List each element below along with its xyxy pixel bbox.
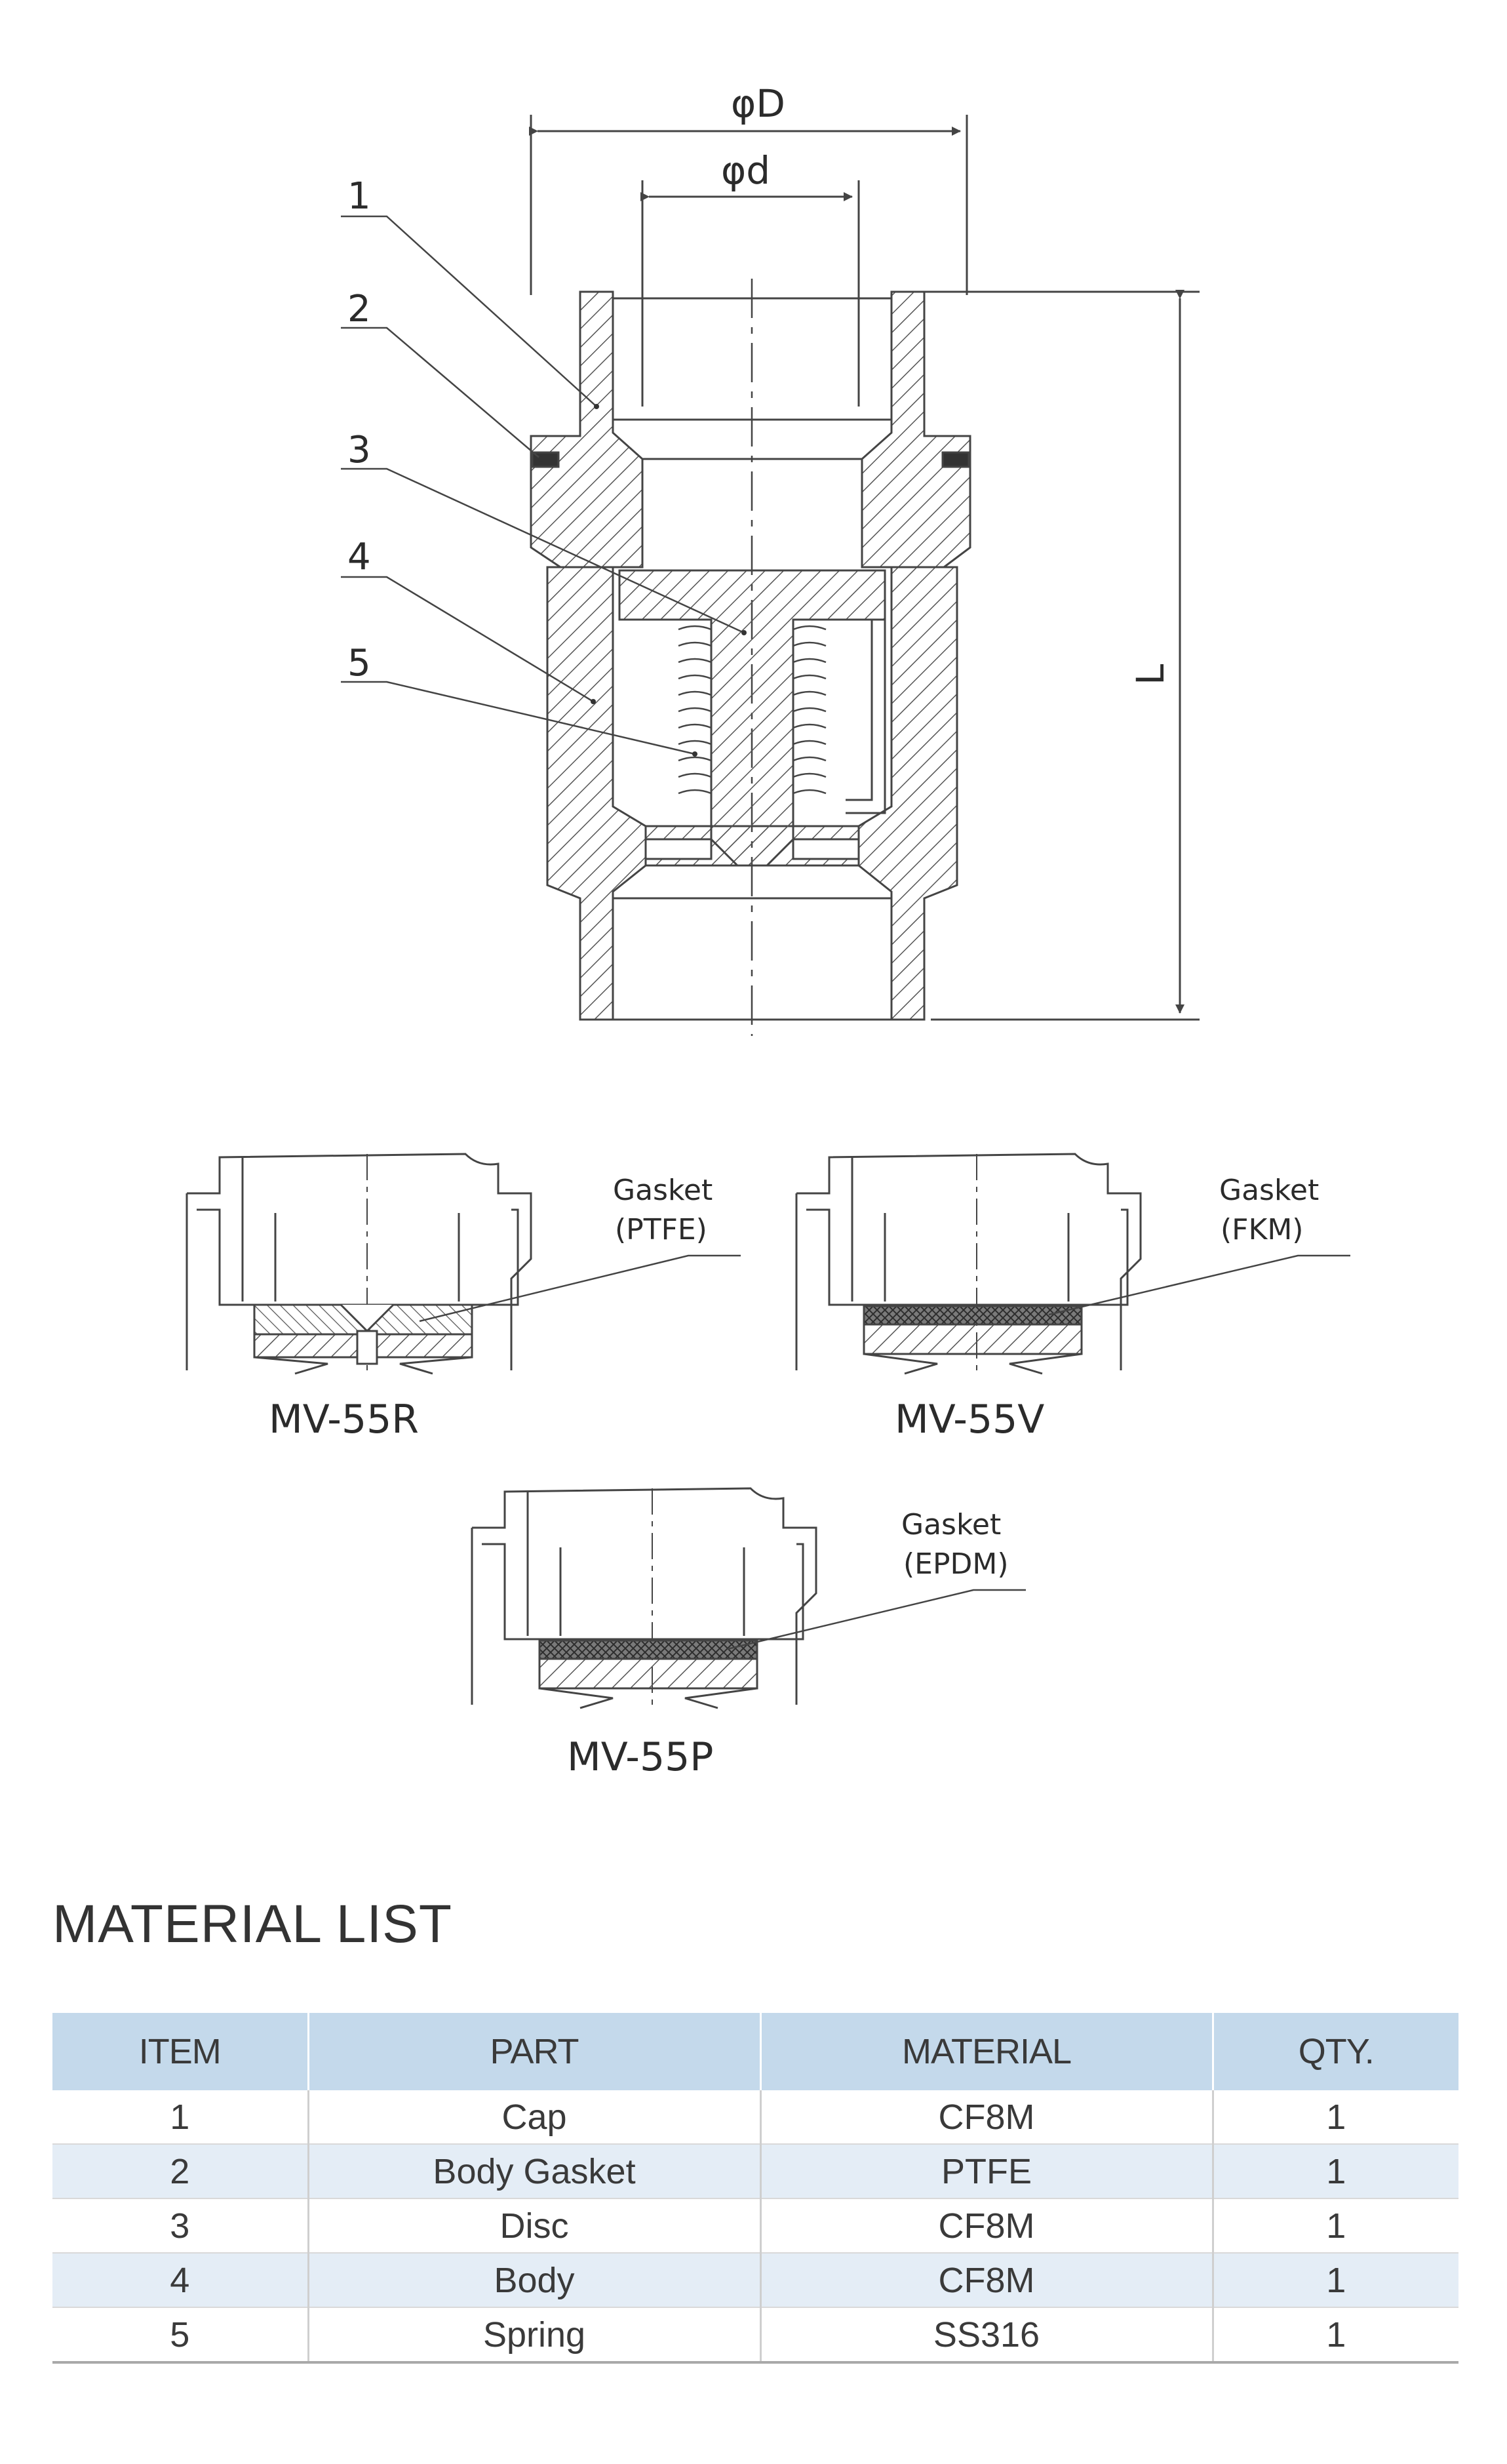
table-row: 4 Body CF8M 1 bbox=[52, 2253, 1458, 2308]
cell-material: CF8M bbox=[760, 2198, 1214, 2254]
variant-mv55p-drawing bbox=[471, 1487, 1026, 1709]
table-row: 5 Spring SS316 1 bbox=[52, 2307, 1458, 2364]
cell-qty: 1 bbox=[1213, 2253, 1458, 2308]
cell-qty: 1 bbox=[1213, 2144, 1458, 2199]
cell-part: Body bbox=[308, 2253, 762, 2308]
variant-mv55v-gasket-label: Gasket bbox=[1219, 1174, 1319, 1207]
cell-item: 3 bbox=[52, 2198, 309, 2254]
cell-qty: 1 bbox=[1213, 2090, 1458, 2145]
cell-part: Cap bbox=[308, 2090, 762, 2145]
col-header-material: MATERIAL bbox=[760, 2013, 1214, 2090]
variant-mv55p-gasket-label: Gasket bbox=[901, 1508, 1001, 1541]
cell-material: PTFE bbox=[760, 2144, 1214, 2199]
variant-mv55v-model: MV-55V bbox=[895, 1397, 1044, 1442]
dim-length: L bbox=[1128, 664, 1173, 685]
callout-leaders bbox=[341, 215, 747, 757]
table-row: 3 Disc CF8M 1 bbox=[52, 2198, 1458, 2254]
col-header-qty: QTY. bbox=[1213, 2013, 1458, 2090]
cell-item: 4 bbox=[52, 2253, 309, 2308]
spring bbox=[678, 625, 827, 795]
variant-mv55r-drawing bbox=[186, 1153, 741, 1375]
callout-3: 3 bbox=[347, 429, 371, 471]
variant-mv55v-gasket-material: (FKM) bbox=[1221, 1213, 1303, 1246]
variant-mv55p-model: MV-55P bbox=[567, 1734, 713, 1780]
cell-item: 5 bbox=[52, 2307, 309, 2364]
material-list-title: MATERIAL LIST bbox=[52, 1894, 452, 1954]
cell-item: 2 bbox=[52, 2144, 309, 2199]
variant-mv55r-model: MV-55R bbox=[269, 1397, 419, 1442]
callout-2: 2 bbox=[347, 288, 371, 330]
table-row: 2 Body Gasket PTFE 1 bbox=[52, 2144, 1458, 2199]
cell-material: CF8M bbox=[760, 2253, 1214, 2308]
dim-outer-diameter: φD bbox=[731, 81, 785, 126]
main-valve-section bbox=[341, 115, 1200, 1036]
callout-5: 5 bbox=[347, 642, 371, 685]
cell-item: 1 bbox=[52, 2090, 309, 2145]
valve-drawing: φD φd L 1 2 3 4 5 bbox=[186, 81, 1350, 1780]
callout-4: 4 bbox=[347, 536, 371, 578]
material-list-table: ITEM PART MATERIAL QTY. 1 Cap CF8M 1 2 B… bbox=[52, 2013, 1458, 2364]
cell-material: CF8M bbox=[760, 2090, 1214, 2145]
cell-part: Spring bbox=[308, 2307, 762, 2364]
cell-qty: 1 bbox=[1213, 2307, 1458, 2364]
cell-material: SS316 bbox=[760, 2307, 1214, 2364]
variant-mv55r-gasket-material: (PTFE) bbox=[615, 1213, 707, 1246]
dim-inner-diameter: φd bbox=[721, 148, 770, 193]
cell-qty: 1 bbox=[1213, 2198, 1458, 2254]
variant-mv55p-gasket-material: (EPDM) bbox=[903, 1547, 1009, 1581]
variant-mv55v-drawing bbox=[795, 1153, 1350, 1375]
callout-1: 1 bbox=[347, 175, 371, 218]
col-header-part: PART bbox=[308, 2013, 762, 2090]
cell-part: Body Gasket bbox=[308, 2144, 762, 2199]
table-row: 1 Cap CF8M 1 bbox=[52, 2090, 1458, 2145]
variant-mv55r-gasket-label: Gasket bbox=[613, 1174, 713, 1207]
table-header-row: ITEM PART MATERIAL QTY. bbox=[52, 2013, 1458, 2090]
col-header-item: ITEM bbox=[52, 2013, 309, 2090]
cell-part: Disc bbox=[308, 2198, 762, 2254]
